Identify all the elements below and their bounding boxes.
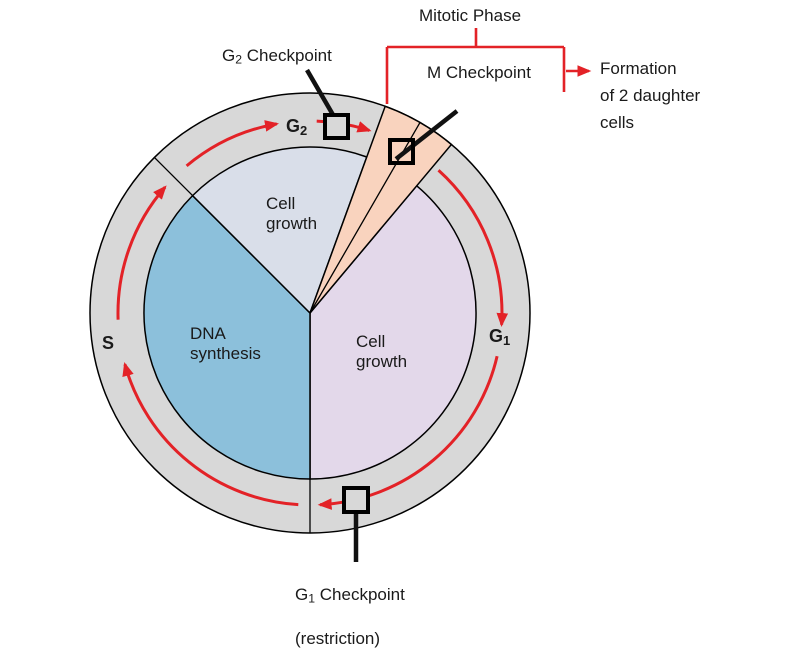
- g2-checkpoint-label-rest: Checkpoint: [242, 46, 332, 65]
- segment-label-dna-synthesis: DNA synthesis: [190, 324, 261, 363]
- g1-checkpoint-label: G1 Checkpoint (restriction): [295, 562, 405, 672]
- ring-label-g1-base: G: [489, 326, 504, 346]
- g2-checkpoint-label: G2 Checkpoint: [222, 46, 332, 67]
- cell-cycle-diagram: { "colors": { "ring": "#D8D8D8", "cell_g…: [89, 6, 701, 649]
- arrow-arc-s-upper: [116, 185, 167, 320]
- formation-label: Formation of 2 daughter cells: [600, 59, 701, 133]
- g2-checkpoint-pointer-line: [305, 68, 338, 122]
- ring-label-s: S: [102, 333, 115, 353]
- ring-label-g2-base: G: [286, 116, 301, 136]
- g1-checkpoint-label-sub: 1: [308, 591, 316, 606]
- mitotic-phase-bracket: [385, 28, 566, 104]
- ring-label-g2: G2: [286, 117, 307, 138]
- m-checkpoint-label: M Checkpoint: [427, 63, 531, 82]
- m-checkpoint-pointer-line: [394, 109, 459, 161]
- arrow-arc-g2-left: [185, 120, 279, 168]
- ring-label-g2-sub: 2: [300, 122, 308, 138]
- arrow-arc-s-lower: [122, 362, 299, 507]
- g1-checkpoint-label-base: G: [295, 584, 309, 604]
- g1-checkpoint-box: [342, 486, 370, 514]
- m-checkpoint-box: [388, 138, 415, 165]
- segment-cell-growth-g2: [191, 146, 368, 315]
- segment-dna-synthesis: [143, 194, 311, 480]
- segment-label-cell-growth-right: Cell growth: [356, 332, 408, 371]
- ring-label-g1: G1: [489, 327, 510, 348]
- ring-divider-s-g2: [153, 156, 194, 197]
- g2-checkpoint-label-sub: 2: [235, 52, 243, 67]
- segment-label-cell-growth-top: Cell growth: [266, 194, 318, 233]
- segment-cell-growth-g1: [309, 184, 477, 480]
- ring-label-g1-sub: 1: [503, 332, 511, 348]
- arrow-arc-g1-upper: [437, 169, 509, 328]
- g2-checkpoint-label-base: G: [222, 46, 236, 65]
- g1-checkpoint-label-line2: (restriction): [295, 629, 381, 649]
- mitotic-phase-label: Mitotic Phase: [419, 6, 522, 25]
- g1-checkpoint-label-rest: Checkpoint: [315, 584, 405, 604]
- g1-checkpoint-label-line1: G1 Checkpoint: [295, 584, 405, 607]
- g2-checkpoint-box: [323, 113, 350, 140]
- cell-cycle-figure: [89, 28, 592, 562]
